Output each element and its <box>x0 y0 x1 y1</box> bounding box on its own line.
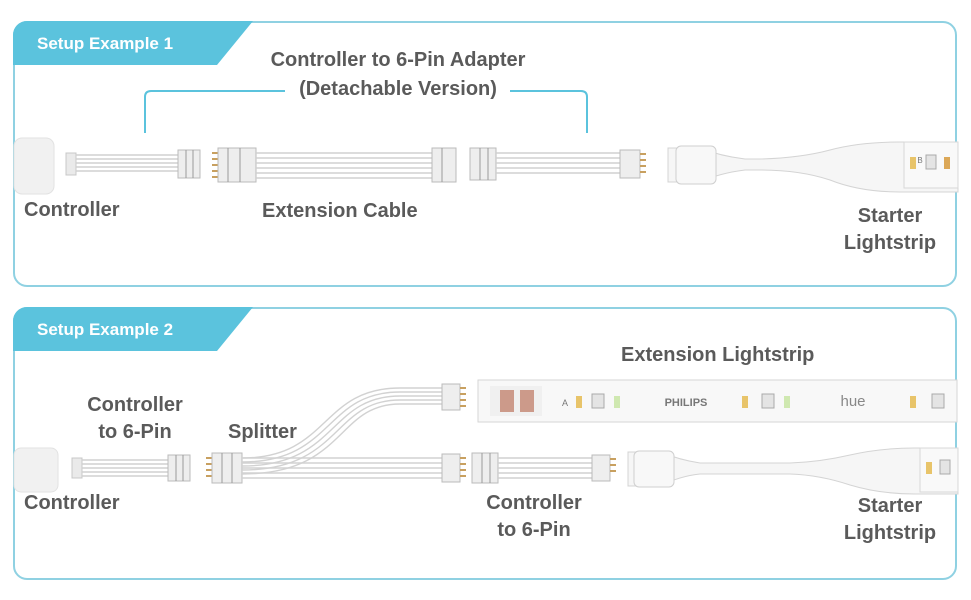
starter-label-2-line2: Lightstrip <box>843 522 937 544</box>
adapter-bracket <box>144 90 588 133</box>
adapter-label-line2: (Detachable Version) <box>299 78 497 100</box>
strip-brand-text: PHILIPS <box>665 397 708 409</box>
starter-label-1-line1: Starter <box>857 205 923 227</box>
setup-example-1-tab-label: Setup Example 1 <box>37 34 174 53</box>
setup-example-1-tab <box>13 21 253 65</box>
setup-example-2-tab-label: Setup Example 2 <box>37 320 174 339</box>
extension-cable <box>212 147 457 183</box>
controller-box-2 <box>13 447 59 493</box>
ctrl6pin-label-line2: to 6-Pin <box>98 421 172 443</box>
starter-lightstrip-2 <box>627 447 959 495</box>
ctrl6pin-b-label-line1: Controller <box>486 492 582 514</box>
strip-logo-text: hue <box>840 393 865 410</box>
ctrl-6pin-cable-right <box>471 452 616 484</box>
setup-example-2-tab <box>13 307 253 351</box>
adapter-cable-left <box>65 149 201 179</box>
ctrl-6pin-cable-left <box>71 454 191 482</box>
extension-lightstrip-label: Extension Lightstrip <box>621 344 815 366</box>
splitter-label: Splitter <box>228 421 297 443</box>
strip-marker-b: B <box>917 156 922 165</box>
extension-cable-label: Extension Cable <box>262 200 418 222</box>
controller-box-1 <box>13 137 55 195</box>
starter-label-1-line2: Lightstrip <box>843 232 937 254</box>
splitter <box>206 383 466 484</box>
adapter-cable-right <box>469 147 646 181</box>
ctrl6pin-b-label-line2: to 6-Pin <box>497 519 571 541</box>
setup-example-2-panel: Setup Example 2 <box>13 307 957 580</box>
starter-lightstrip-1 <box>667 141 959 193</box>
starter-label-2-line1: Starter <box>857 495 923 517</box>
strip-marker-a: A <box>562 398 568 408</box>
controller-label-2: Controller <box>24 492 120 514</box>
ctrl6pin-label-line1: Controller <box>87 394 183 416</box>
extension-lightstrip <box>477 379 958 423</box>
adapter-label-line1: Controller to 6-Pin Adapter <box>270 49 526 71</box>
controller-label-1: Controller <box>24 199 120 221</box>
